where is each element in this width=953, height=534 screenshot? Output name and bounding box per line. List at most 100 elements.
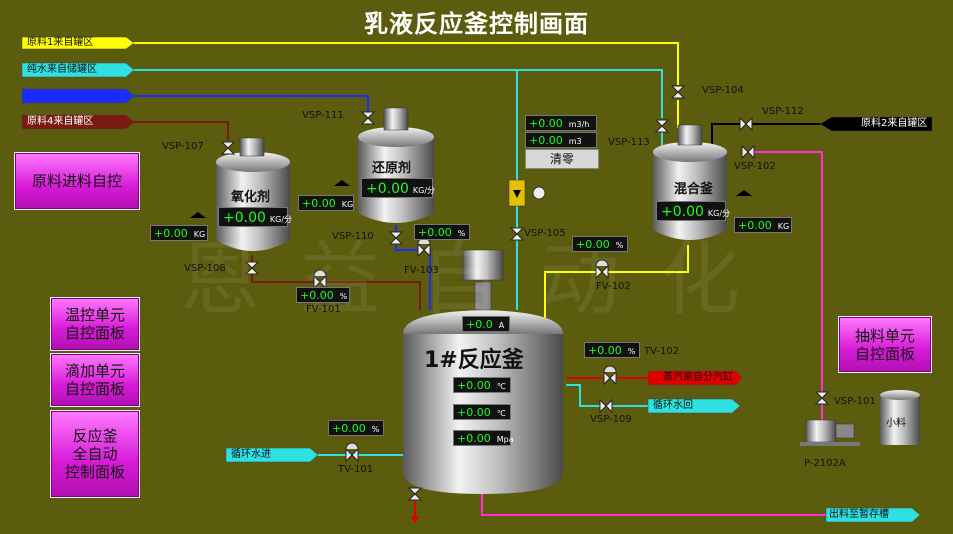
raw2-tag-shape (819, 116, 933, 132)
vsp110-valve[interactable] (388, 230, 404, 246)
pump-control-panel-button[interactable]: 抽料单元 自控面板 (838, 316, 932, 373)
reactor-current-value: +0.0 (466, 318, 493, 331)
tv101-opening-unit: % (371, 425, 380, 434)
watermark: 恩益自动化 (180, 233, 780, 326)
raw3-source-tag: 原料3来自罐区 (27, 90, 94, 101)
vsp113-shape (654, 119, 670, 133)
tv102-valve[interactable] (602, 364, 618, 386)
fv101-valve[interactable] (312, 268, 328, 290)
mixing-weight-unit: KG (777, 222, 790, 231)
raw4-source-tag: 原料4来自罐区 (27, 116, 94, 127)
vsp101-label: VSP-101 (834, 396, 876, 407)
vsp107-shape (220, 141, 236, 155)
vsp107-label: VSP-107 (162, 141, 204, 152)
vsp111-label: VSP-111 (302, 110, 344, 121)
mixing-weight-value: +0.00 (738, 219, 772, 232)
feed-auto-panel-button[interactable]: 原料进料自控 (14, 152, 140, 210)
pump-p2102a[interactable] (806, 420, 856, 444)
reductant-tank-label: 还原剂 (372, 161, 412, 176)
fv101-opening-readout: +0.00% (296, 287, 350, 303)
fv102-opening-value: +0.00 (576, 238, 610, 251)
vsp108-valve[interactable] (244, 260, 260, 276)
reactor-auto-line2: 全自动 (72, 445, 118, 463)
reactor-temp1-value: +0.00 (457, 379, 491, 392)
raw4-tag-shape (21, 114, 135, 130)
cw-return-pipe (566, 384, 648, 407)
temp-control-line1: 温控单元 (64, 306, 125, 324)
reactor-temp2-readout: +0.00℃ (453, 404, 511, 420)
oxidant-weight-value: +0.00 (154, 227, 188, 240)
drip-control-panel-button[interactable]: 滴加单元 自控面板 (50, 353, 140, 407)
vsp105-valve[interactable] (509, 226, 525, 242)
reactor-auto-panel-button[interactable]: 反应釜 全自动 控制面板 (50, 410, 140, 498)
pump-control-line2: 自控面板 (854, 344, 915, 363)
flowmeter-rate-value: +0.00 (529, 117, 563, 130)
page-title: 乳液反应釜控制画面 (364, 10, 589, 38)
fv102-valve[interactable] (594, 258, 610, 280)
cw-return-tag: 循环水回 (653, 400, 693, 411)
vsp104-valve[interactable] (670, 84, 686, 100)
raw3-tag-shape (21, 88, 135, 104)
steam-tag-shape (647, 370, 743, 386)
vsp105-label: VSP-105 (524, 228, 566, 239)
reductant-weight-value: +0.00 (302, 197, 336, 210)
oxidant-weight-unit: KG (193, 230, 206, 239)
temp-control-panel-button[interactable]: 温控单元 自控面板 (50, 297, 140, 351)
raw1-pipe (130, 42, 679, 85)
flowmeter-rate-unit: m3/h (568, 120, 590, 129)
discharge-pipe (481, 492, 828, 516)
fv103-valve[interactable] (416, 236, 432, 258)
reactor-temp2-value: +0.00 (457, 406, 491, 419)
vsp108-shape (244, 261, 260, 275)
fv102-opening-unit: % (615, 241, 624, 250)
raw1-source-tag: 原料1来自罐区 (27, 37, 94, 48)
small-tank-label: 小料 (886, 418, 906, 429)
vsp113-valve[interactable] (654, 118, 670, 134)
reactor-agitator-motor[interactable] (463, 250, 503, 280)
tv102-opening-unit: % (627, 347, 636, 356)
flowmeter-clear-button[interactable]: 清零 (525, 149, 599, 169)
raw2-source-tag: 原料2来自罐区 (861, 118, 928, 129)
reductant-weight-unit: KG (341, 200, 354, 209)
cw-in-tag-shape (225, 447, 319, 463)
demin-tag-shape (21, 62, 135, 78)
cw-in-tag: 循环水进 (231, 449, 271, 460)
reactor-current-unit: A (498, 321, 505, 330)
pump-graphic (800, 419, 860, 446)
raw3-pipe (130, 95, 369, 112)
temp-control-line2: 自控面板 (64, 324, 125, 342)
mix-to-reactor-pipe (544, 245, 689, 330)
drip-control-line1: 滴加单元 (64, 362, 125, 380)
oxidant-tank-label: 氧化剂 (231, 190, 271, 205)
vsp109-valve[interactable] (598, 398, 614, 414)
vsp102-valve[interactable] (740, 144, 756, 160)
tv102-label: TV-102 (644, 346, 680, 357)
vsp111-valve[interactable] (360, 110, 376, 126)
mixing-flow-value: +0.00 (661, 204, 704, 220)
fv102-opening-readout: +0.00% (572, 236, 628, 252)
vsp108-label: VSP-108 (184, 263, 226, 274)
vsp101-valve[interactable] (814, 390, 830, 406)
tv101-valve[interactable] (344, 441, 360, 463)
oxidant-flow-value: +0.00 (223, 210, 266, 226)
reactor-temp1-unit: ℃ (496, 382, 506, 391)
reactor-auto-line1: 反应釜 (72, 427, 118, 445)
reactor-pressure-value: +0.00 (457, 432, 491, 445)
vsp105-shape (509, 227, 525, 241)
tv101-opening-readout: +0.00% (328, 420, 384, 436)
raw2-pipe (711, 123, 820, 150)
vsp101-shape (814, 391, 830, 405)
drain-arrow (411, 516, 419, 524)
fv103-opening-value: +0.00 (418, 226, 452, 239)
mixing-weight-readout: +0.00 KG (734, 217, 792, 233)
flowmeter-total-value: +0.00 (529, 134, 563, 147)
reductant-flow-value: +0.00 (366, 181, 409, 197)
vsp111-shape (360, 111, 376, 125)
discharge-tag-shape (825, 507, 921, 523)
vsp112-valve[interactable] (738, 116, 754, 132)
vsp107-valve[interactable] (220, 140, 236, 156)
vsp102-shape (741, 144, 755, 160)
